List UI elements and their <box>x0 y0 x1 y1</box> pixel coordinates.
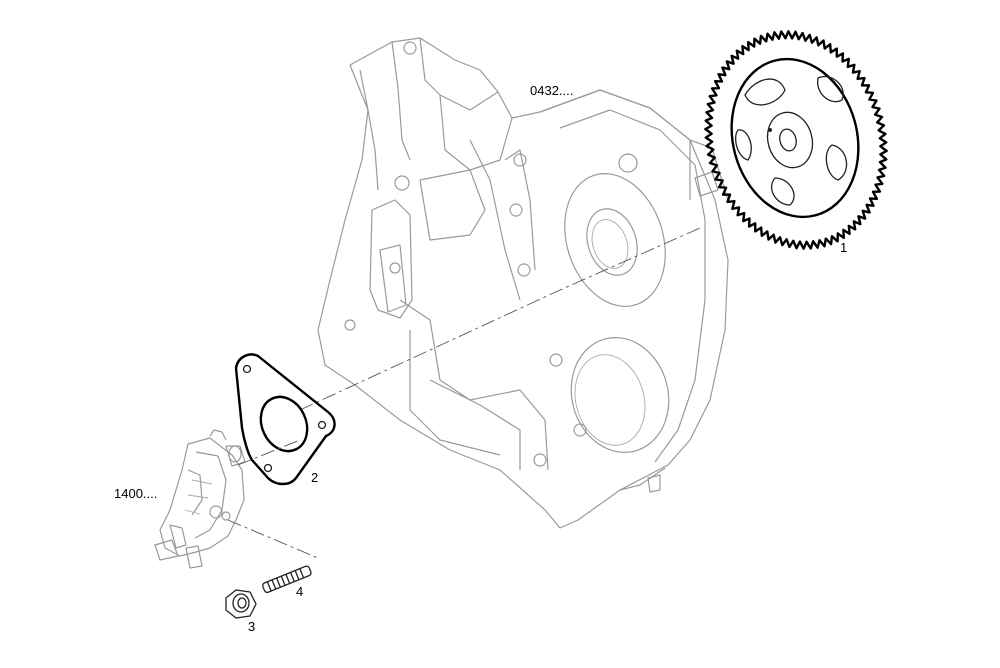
label-item-2: 2 <box>311 470 318 485</box>
timing-housing <box>317 37 729 529</box>
label-item-1: 1 <box>840 240 847 255</box>
label-item-3: 3 <box>248 619 255 634</box>
nut <box>225 589 257 619</box>
centerline-stud <box>227 519 319 559</box>
injection-pump-reference <box>154 429 246 569</box>
gasket <box>234 353 336 486</box>
gear <box>704 30 888 250</box>
centerline-pump <box>237 439 301 466</box>
label-pump-ref: 1400.... <box>114 486 157 501</box>
label-housing-ref: 0432.... <box>530 83 573 98</box>
label-item-4: 4 <box>296 584 303 599</box>
stud <box>262 565 312 593</box>
centerline-main <box>299 227 701 411</box>
